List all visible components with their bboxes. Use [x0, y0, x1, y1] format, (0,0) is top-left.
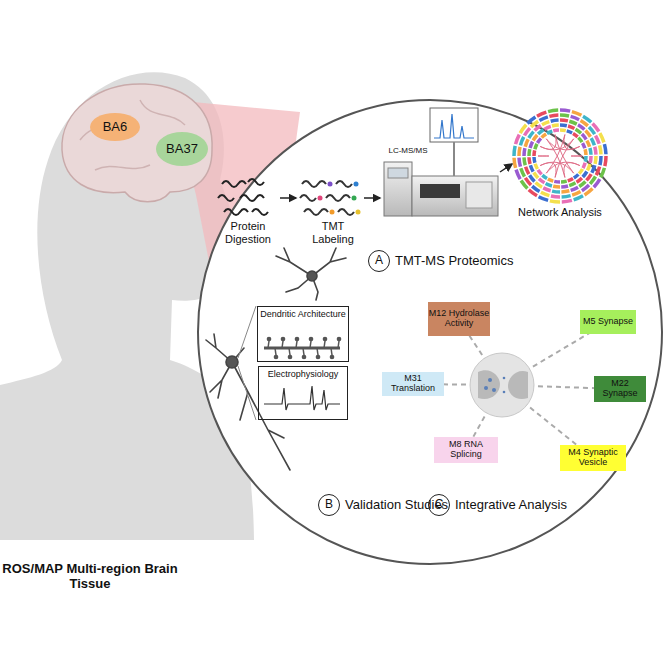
node-text: M5 Synapse [583, 317, 633, 327]
module-box: M5 Synapse [580, 310, 636, 334]
node-text: M8 RNA Splicing [434, 440, 498, 460]
dendrite-sketch [264, 337, 341, 358]
node-text: M4 Synaptic Vesicle [560, 448, 626, 468]
zoom-box: Electrophysiology [258, 366, 348, 420]
neurons [206, 248, 346, 470]
module-box: M4 Synaptic Vesicle [560, 445, 626, 471]
panel-letter: A [368, 250, 390, 272]
section-title: Integrative Analysis [455, 498, 595, 513]
section-title: Validation Studies [345, 498, 465, 513]
node-text: B [325, 498, 333, 511]
tmt-squiggles [300, 181, 361, 215]
section-title: TMT-MS Proteomics [395, 254, 545, 269]
figure-label: ROS/MAP Multi-region Brain Tissue [2, 562, 178, 592]
node-text: M12 Hydrolase Activity [428, 309, 490, 329]
peptide-squiggles [218, 179, 268, 215]
module-box: M8 RNA Splicing [434, 437, 498, 463]
step-label: Network Analysis [510, 206, 610, 219]
step-label: Protein Digestion [217, 220, 279, 245]
module-box: M31 Translation [382, 372, 444, 396]
module-box: M22 Synapse [594, 376, 646, 402]
node-text: Electrophysiology [267, 370, 340, 380]
brain [62, 84, 212, 202]
zoom-box: Dendritic Architecture [257, 306, 349, 362]
node-text: M22 Synapse [594, 379, 646, 399]
node-text: M31 Translation [382, 374, 444, 394]
lc-ms-instrument [384, 108, 498, 216]
region-oval: BA37 [156, 132, 208, 166]
node-text: BA37 [166, 142, 198, 156]
instrument-label: LC-MS/MS [383, 146, 433, 155]
ephys-trace [264, 386, 340, 410]
node-text: BA6 [103, 120, 128, 134]
step-label: TMT Labeling [303, 220, 363, 245]
node-text: Dendritic Architecture [259, 310, 347, 320]
node-text: A [375, 254, 383, 267]
synapse-icon [470, 353, 534, 417]
panel-letter: B [318, 494, 340, 516]
zoom-circle [198, 100, 662, 564]
zoom-lines [238, 306, 256, 420]
region-oval: BA6 [90, 113, 140, 141]
module-box: M12 Hydrolase Activity [428, 302, 490, 336]
network-ring [514, 110, 606, 202]
